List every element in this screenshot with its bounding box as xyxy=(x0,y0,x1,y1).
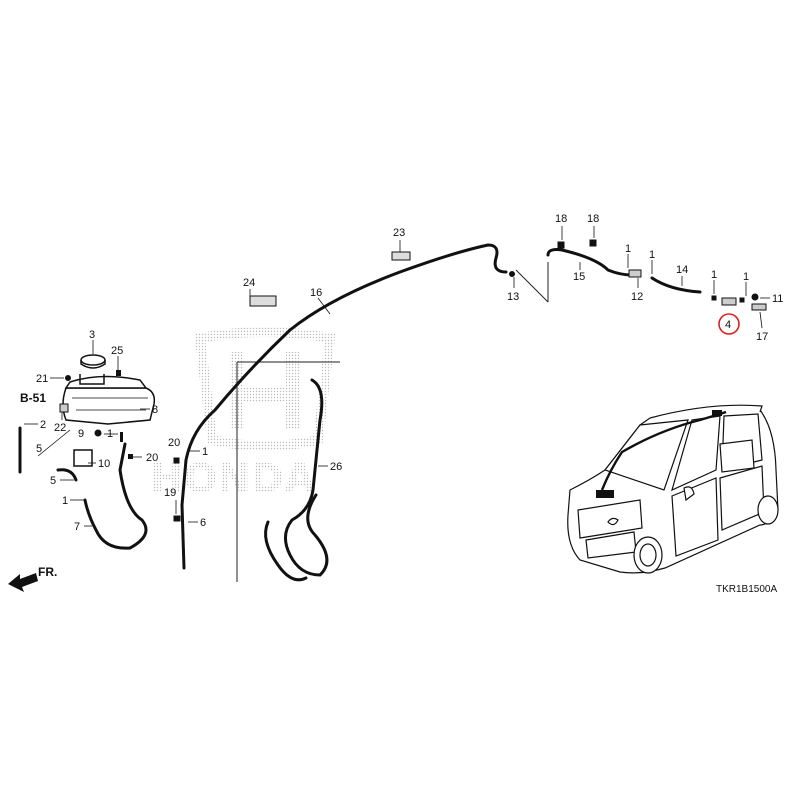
callout-10: 10 xyxy=(98,458,110,470)
small-parts xyxy=(173,239,767,522)
callout-25: 25 xyxy=(111,345,123,357)
washer-pump xyxy=(73,449,93,467)
callout-17: 17 xyxy=(756,331,768,343)
callout-18-left: 18 xyxy=(555,213,567,225)
leader-lines xyxy=(24,226,770,527)
diagram-code: TKR1B1500A xyxy=(716,584,777,595)
callout-1-upper-a: 1 xyxy=(625,243,631,255)
callout-24: 24 xyxy=(243,277,255,289)
section-ref: B-51 xyxy=(20,391,46,405)
callout-6: 6 xyxy=(200,517,206,529)
callout-5-upper: 5 xyxy=(36,443,42,455)
callout-14: 14 xyxy=(676,264,688,276)
callout-8: 8 xyxy=(152,404,158,416)
callout-1-upper-c: 1 xyxy=(711,269,717,281)
washer-tank xyxy=(59,354,156,467)
callout-1-lower: 1 xyxy=(62,495,68,507)
nozzle-4 xyxy=(721,297,737,306)
screw-25 xyxy=(116,370,121,376)
callout-16: 16 xyxy=(310,287,322,299)
callout-11: 11 xyxy=(772,293,783,305)
car-illustration xyxy=(567,404,779,574)
callout-3: 3 xyxy=(89,329,95,341)
pad-23 xyxy=(391,251,411,261)
callout-20-left: 20 xyxy=(146,452,158,464)
callout-1-upper-d: 1 xyxy=(743,271,749,283)
callouts: 3 25 21 8 22 2 9 1 5 10 20 5 1 7 20 1 19… xyxy=(36,213,783,533)
callout-1-mid: 1 xyxy=(202,446,208,458)
callout-5-lower: 5 xyxy=(50,475,56,487)
front-indicator: FR. xyxy=(38,565,57,579)
tank-cap xyxy=(80,354,106,366)
callout-20-mid: 20 xyxy=(168,437,180,449)
callout-26: 26 xyxy=(330,461,342,473)
callout-21: 21 xyxy=(36,373,48,385)
callout-7: 7 xyxy=(74,521,80,533)
front-arrow: FR. xyxy=(8,565,57,592)
callout-2: 2 xyxy=(40,419,46,431)
honda-watermark: HONDA xyxy=(150,327,336,502)
callout-23: 23 xyxy=(393,227,405,239)
callout-19: 19 xyxy=(164,487,176,499)
reference-lines xyxy=(236,262,549,582)
watermark-text: HONDA xyxy=(150,456,315,502)
callout-13: 13 xyxy=(507,291,519,303)
callout-18-right: 18 xyxy=(587,213,599,225)
callout-1-upper-b: 1 xyxy=(649,249,655,261)
callout-9: 9 xyxy=(78,428,84,440)
highlight-circle xyxy=(718,313,740,335)
callout-1-tank: 1 xyxy=(107,428,113,440)
washer-hoses xyxy=(18,243,702,582)
callout-12: 12 xyxy=(631,291,643,303)
callout-4: 4 xyxy=(725,319,731,331)
car-washer-tank xyxy=(596,490,614,498)
callout-15: 15 xyxy=(573,271,585,283)
callout-22: 22 xyxy=(54,422,66,434)
pad-24 xyxy=(249,295,277,307)
